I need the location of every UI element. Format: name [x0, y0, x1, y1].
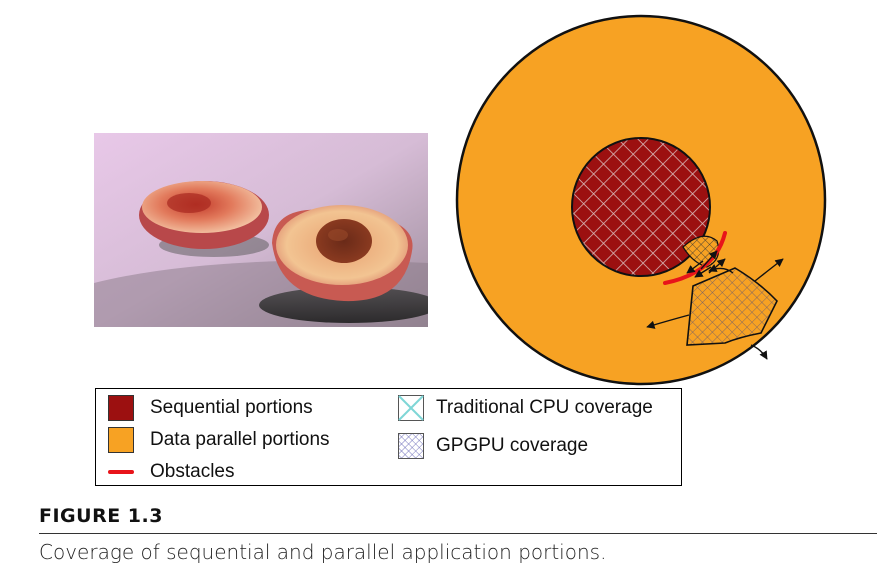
legend-label: Traditional CPU coverage	[436, 397, 653, 418]
legend-item-obstacles: Obstacles	[108, 461, 234, 483]
coverage-diagram	[455, 14, 827, 386]
legend-item-data-parallel: Data parallel portions	[108, 427, 330, 453]
legend-item-sequential: Sequential portions	[108, 395, 313, 421]
gpgpu-coverage-region	[686, 267, 778, 346]
legend-label: Data parallel portions	[150, 429, 330, 450]
legend-label: Sequential portions	[150, 397, 313, 418]
sequential-swatch	[108, 395, 134, 421]
figure-label: FIGURE 1.3	[39, 505, 163, 527]
cpu-hatch-swatch	[398, 395, 424, 421]
figure-rule	[39, 533, 877, 534]
legend-item-cpu: Traditional CPU coverage	[398, 395, 653, 421]
peach-photo	[94, 133, 428, 327]
obstacle-line-swatch	[108, 470, 134, 474]
figure-caption: Coverage of sequential and parallel appl…	[39, 540, 607, 564]
gpgpu-hatch-swatch	[398, 433, 424, 459]
legend-item-gpgpu: GPGPU coverage	[398, 433, 588, 459]
legend-label: Obstacles	[150, 461, 235, 482]
data-parallel-swatch	[108, 427, 134, 453]
sequential-region	[571, 137, 711, 277]
legend: Sequential portions Data parallel portio…	[95, 388, 682, 486]
legend-label: GPGPU coverage	[436, 435, 589, 456]
